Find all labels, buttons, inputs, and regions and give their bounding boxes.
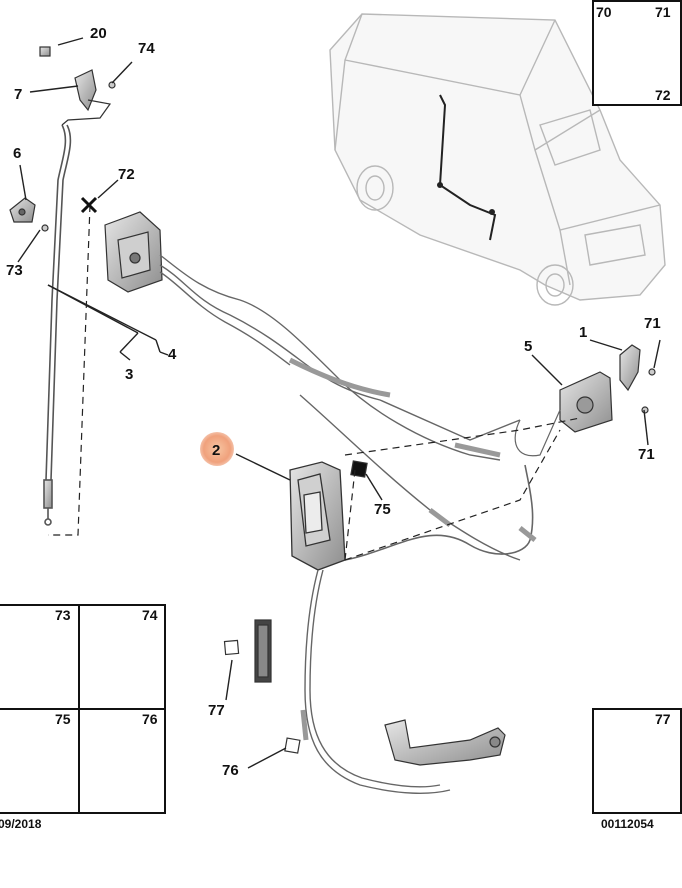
callout-4: 4	[168, 346, 177, 363]
latch-cable	[344, 464, 537, 561]
callout-72: 72	[118, 166, 135, 183]
parts-box-77	[592, 708, 682, 814]
box-label-70: 70	[596, 4, 612, 20]
callout-74: 74	[138, 40, 155, 57]
part-7-bracket	[39, 46, 116, 126]
box-label-72: 72	[655, 87, 671, 103]
callout-7: 7	[14, 86, 23, 103]
callout-3: 3	[125, 366, 134, 383]
handle-cable	[300, 569, 451, 794]
highlight-marker	[200, 432, 234, 466]
parts-box-76	[78, 708, 166, 814]
part-5-latch	[514, 344, 656, 457]
small-parts	[223, 460, 368, 754]
box-label-76: 76	[142, 711, 158, 727]
callout-71-bottom: 71	[638, 446, 655, 463]
box-label-71: 71	[655, 4, 671, 20]
box-label-73: 73	[55, 607, 71, 623]
box-label-74: 74	[142, 607, 158, 623]
parts-box-70-71-72	[592, 0, 682, 106]
callout-76: 76	[222, 762, 239, 779]
callout-73: 73	[6, 262, 23, 279]
box-label-75: 75	[55, 711, 71, 727]
van-illustration	[329, 13, 666, 306]
hinge-bracket	[384, 719, 506, 766]
callout-2: 2	[212, 442, 221, 459]
vertical-cable	[43, 124, 72, 526]
box-label-77: 77	[655, 711, 671, 727]
part-2-door-handle	[289, 461, 346, 571]
callout-6: 6	[13, 145, 22, 162]
callout-1: 1	[579, 324, 588, 341]
callout-5: 5	[524, 338, 533, 355]
footer-date: 09/2018	[0, 817, 42, 831]
callout-75: 75	[374, 501, 391, 518]
callout-77: 77	[208, 702, 225, 719]
part-6-bracket	[9, 197, 49, 232]
callout-leaders	[17, 37, 661, 769]
footer-code: 00112054	[601, 817, 654, 831]
callout-71-top: 71	[644, 315, 661, 332]
callout-20: 20	[90, 25, 107, 42]
lock-assembly	[104, 211, 163, 293]
x-mark	[80, 196, 98, 214]
lock-cables	[159, 254, 521, 561]
dashed-leaders	[48, 204, 581, 561]
